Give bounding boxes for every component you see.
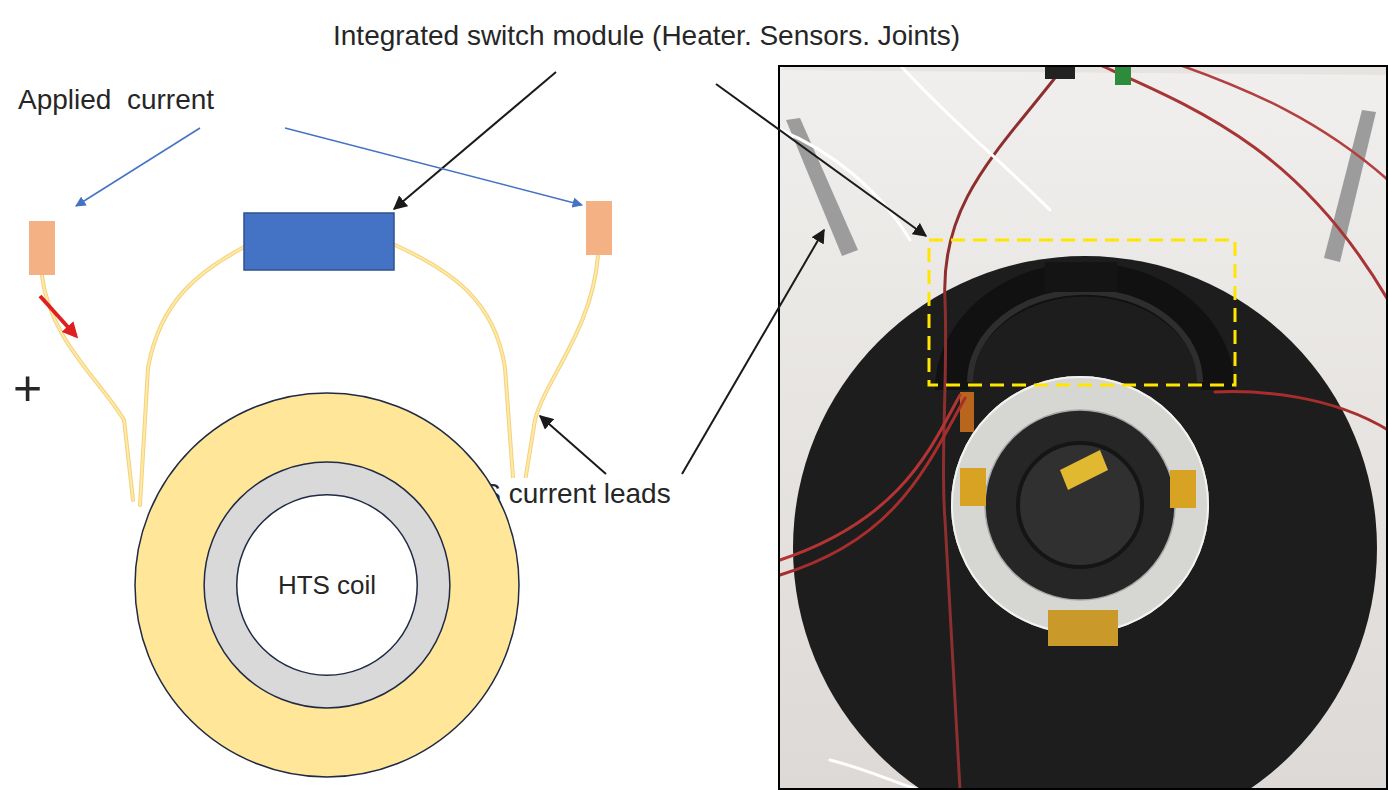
wire bbox=[1215, 392, 1388, 430]
current-terminal bbox=[586, 201, 612, 255]
wire bbox=[830, 760, 920, 790]
wire bbox=[1100, 65, 1388, 300]
wire bbox=[780, 398, 965, 575]
current-terminal bbox=[29, 221, 55, 275]
kapton-tape bbox=[1170, 470, 1196, 508]
polarity-sign: + bbox=[10, 360, 45, 418]
metal-lead bbox=[1324, 110, 1376, 262]
wire bbox=[943, 65, 1065, 790]
switch-tab bbox=[1045, 262, 1117, 292]
leader-line bbox=[285, 128, 582, 205]
wire bbox=[780, 130, 910, 240]
polarity-arrow bbox=[40, 296, 76, 336]
coil-former bbox=[985, 410, 1175, 600]
leader-lines bbox=[76, 72, 926, 474]
highlight-box bbox=[929, 240, 1235, 385]
coil-ring-edge bbox=[952, 377, 1208, 633]
lead-wire bbox=[522, 256, 598, 500]
connector bbox=[1045, 65, 1075, 79]
hts-coil: HTS coil bbox=[134, 392, 520, 778]
kapton-tape bbox=[1048, 610, 1118, 646]
coil-former bbox=[204, 462, 450, 708]
photo-frame bbox=[779, 66, 1387, 789]
coil-winding bbox=[135, 393, 519, 777]
coil-bore bbox=[1018, 443, 1142, 567]
switch-housing bbox=[970, 292, 1200, 382]
wire bbox=[780, 395, 960, 560]
kapton-tape bbox=[960, 468, 986, 506]
kapton-tape bbox=[1060, 450, 1108, 490]
callout-label: Integrated switch module (Heater. Sensor… bbox=[330, 20, 963, 52]
switch-module-box bbox=[244, 213, 394, 270]
lead-wire bbox=[42, 276, 133, 500]
wire bbox=[1180, 65, 1388, 180]
base-disk bbox=[793, 256, 1377, 790]
leader-line bbox=[716, 84, 926, 236]
coil-bore bbox=[237, 495, 417, 675]
lead-wire bbox=[522, 256, 598, 500]
callout-label: Applied current bbox=[15, 84, 217, 116]
leader-line bbox=[682, 230, 824, 474]
coil-label: HTS coil bbox=[278, 570, 376, 601]
wire bbox=[900, 65, 1050, 210]
lead-wire bbox=[42, 276, 133, 500]
kapton-tape bbox=[960, 392, 974, 432]
coil-ring bbox=[968, 393, 1192, 617]
leader-line bbox=[76, 128, 200, 206]
connector bbox=[1115, 65, 1131, 85]
photo bbox=[778, 65, 1388, 790]
sensor-wires bbox=[780, 65, 1388, 790]
switch-housing bbox=[952, 280, 1218, 390]
leader-line bbox=[540, 416, 606, 474]
leader-line bbox=[394, 72, 556, 209]
